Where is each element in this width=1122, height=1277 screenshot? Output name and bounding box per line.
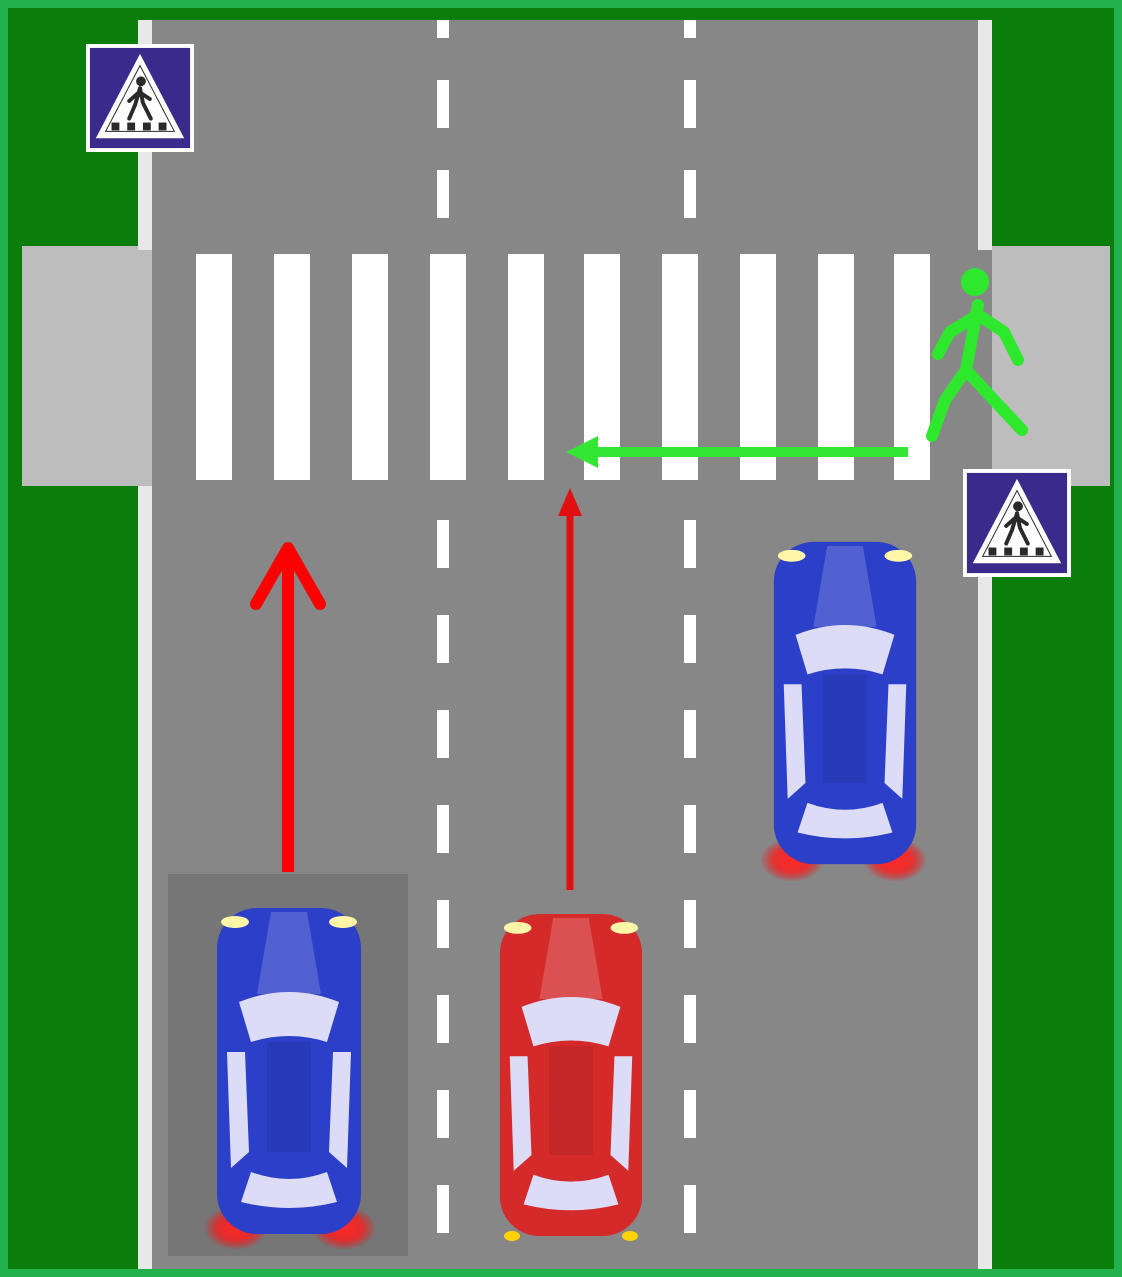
red-car-middle-lane — [500, 914, 642, 1241]
crosswalk-stripe — [818, 254, 854, 480]
crosswalk-stripe — [508, 254, 544, 480]
crosswalk-stripe — [430, 254, 466, 480]
crosswalk-stripe — [196, 254, 232, 480]
road-edge-right-lower — [978, 486, 992, 1269]
crosswalk-stripe — [352, 254, 388, 480]
crosswalk-stripe — [274, 254, 310, 480]
crosswalk-stripe — [662, 254, 698, 480]
road-edge-right — [978, 20, 992, 250]
road-edge-left-lower — [138, 486, 152, 1269]
sidewalk-left — [22, 246, 162, 486]
crosswalk-stripe — [740, 254, 776, 480]
blue-car-right-lane — [760, 542, 927, 882]
blue-car-left-lane — [204, 908, 376, 1250]
crosswalk-stripe — [894, 254, 930, 480]
pedestrian-crossing-sign-right — [963, 469, 1071, 577]
pedestrian-crossing-sign-left — [86, 44, 194, 152]
